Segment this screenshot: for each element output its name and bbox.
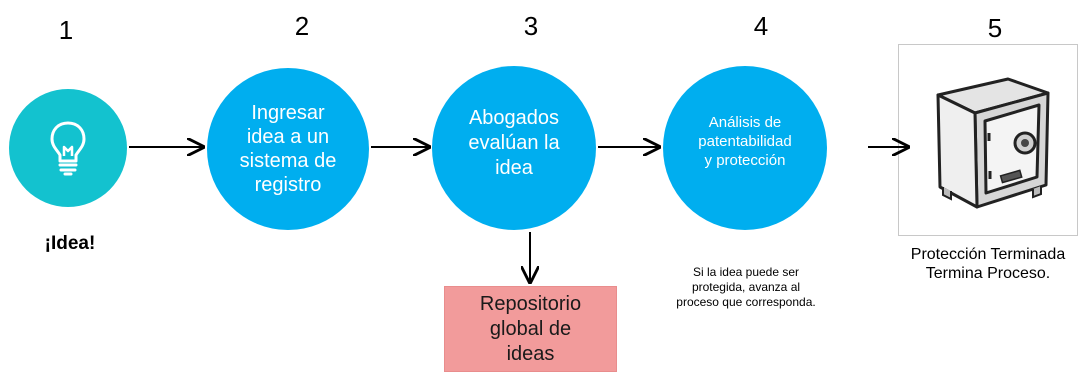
safe-image-frame — [898, 44, 1078, 236]
register-idea-text: Ingresar idea a un sistema de registro — [239, 102, 337, 196]
protection-caption: Protección Terminada Termina Proceso. — [910, 246, 1066, 282]
lawyers-evaluate-circle: Abogados evalúan la idea — [432, 66, 596, 230]
patentability-analysis-text: Análisis de patentabilidad y protección — [698, 113, 792, 169]
lightbulb-icon — [48, 120, 88, 176]
register-idea-circle: Ingresar idea a un sistema de registro — [207, 68, 369, 230]
lawyers-evaluate-text: Abogados evalúan la idea — [468, 106, 560, 179]
global-repository-text: Repositorio global de ideas — [479, 292, 582, 365]
step-4-number: 4 — [753, 11, 769, 41]
step-3-number: 3 — [523, 11, 539, 41]
step-1-number: 1 — [58, 15, 74, 45]
idea-label: ¡Idea! — [44, 233, 96, 254]
idea-circle — [9, 89, 127, 207]
patentability-analysis-circle: Análisis de patentabilidad y protección — [663, 66, 827, 230]
global-repository-box: Repositorio global de ideas — [444, 286, 617, 372]
step-5-number: 5 — [987, 13, 1003, 43]
safe-icon — [913, 67, 1063, 217]
step-2-number: 2 — [294, 11, 310, 41]
patentability-note: Si la idea puede ser protegida, avanza a… — [676, 265, 816, 309]
